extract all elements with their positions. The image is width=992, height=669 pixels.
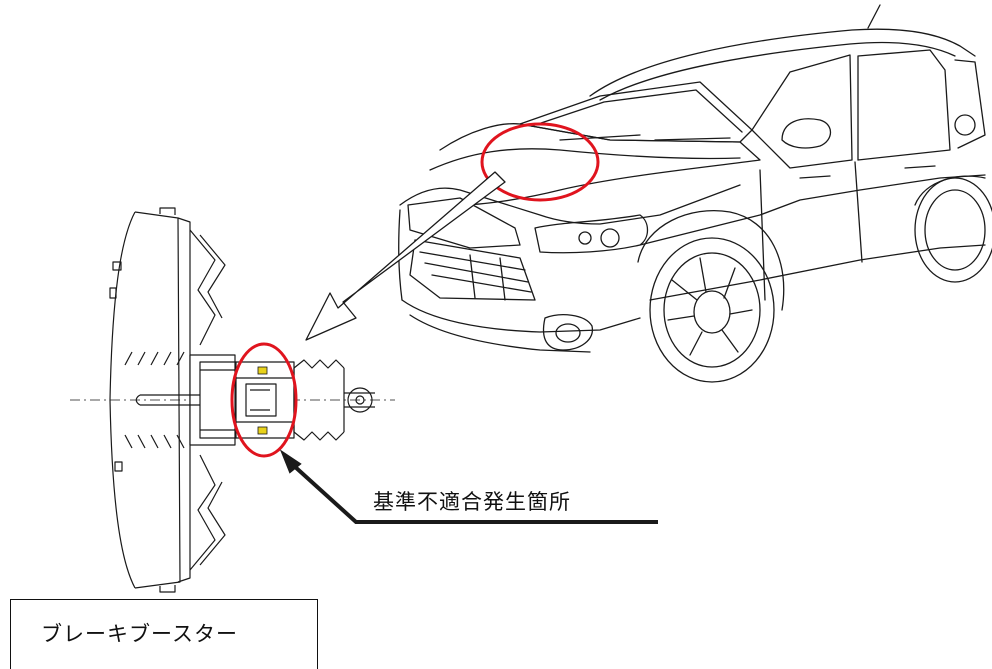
part-name-box: ブレーキブースター [10, 599, 318, 669]
defect-highlight-circle [230, 342, 298, 458]
vehicle-illustration [398, 4, 992, 383]
callout-arrowhead [279, 449, 302, 474]
brake-booster-illustration [70, 207, 395, 593]
pointer-arrow-hollow [305, 171, 506, 341]
callout-leader-line [291, 463, 658, 524]
seal-accent-upper [257, 366, 268, 375]
part-name-label: ブレーキブースター [41, 622, 238, 646]
defect-location-label: 基準不適合発生箇所 [373, 490, 571, 514]
seal-accent-lower [257, 426, 268, 435]
hood-highlight-circle [480, 122, 600, 202]
